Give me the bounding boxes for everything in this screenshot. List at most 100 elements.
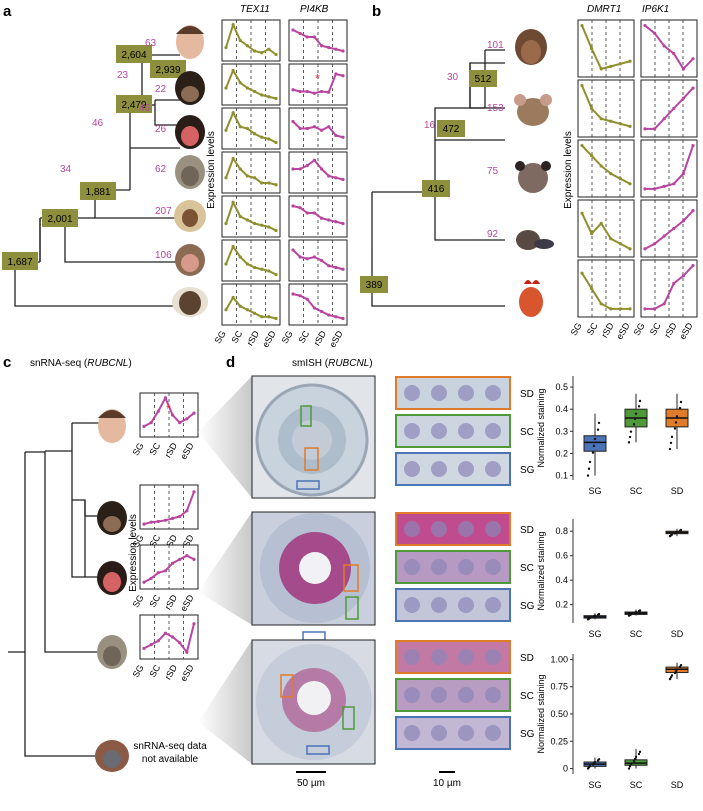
expression-point	[662, 184, 666, 188]
panel-b-node-labels: 389 416 472 512	[360, 70, 497, 293]
expression-point	[231, 111, 235, 115]
expression-point	[291, 204, 295, 208]
data-point	[592, 444, 596, 448]
expression-point	[599, 117, 603, 121]
data-point	[637, 752, 641, 756]
data-point	[629, 763, 633, 766]
cell-nucleus	[431, 461, 447, 477]
expression-point	[653, 127, 657, 131]
x-tick-label: SC	[630, 629, 643, 639]
panel-label-c: c	[3, 354, 11, 371]
mini-expression-plot	[640, 139, 698, 198]
plot-frame	[640, 139, 698, 198]
y-tick-label: 0.4	[555, 404, 568, 414]
expression-point	[231, 295, 235, 300]
panel-b-species-icons	[514, 29, 554, 317]
expression-point	[341, 267, 345, 271]
stage-tick-label: eSD	[178, 441, 196, 462]
zoom-inset: SC	[395, 550, 534, 584]
expression-point	[327, 218, 331, 222]
histology-image-1	[251, 375, 376, 499]
expression-point	[224, 45, 228, 50]
expression-point	[691, 209, 695, 213]
expression-point	[618, 122, 623, 126]
cell-nucleus	[404, 521, 420, 537]
expression-point	[691, 263, 695, 268]
expression-point	[298, 89, 302, 94]
stage-tick-label: rSD	[163, 441, 180, 460]
branch-label: 101	[487, 40, 504, 51]
expression-point	[681, 96, 686, 100]
stage-tick-label: SC	[585, 321, 600, 337]
zoom-inset: SC	[395, 414, 534, 448]
stage-tick-label: SG	[131, 593, 146, 609]
expression-point	[245, 308, 250, 312]
box-body	[583, 435, 607, 452]
y-axis-label: Normalized staining	[536, 531, 546, 610]
expression-point	[252, 221, 257, 226]
data-point	[593, 437, 597, 441]
cell-nucleus	[458, 725, 474, 741]
expression-point	[231, 200, 235, 205]
y-tick-label: 0.50	[550, 709, 568, 719]
cell-nucleus	[458, 597, 474, 613]
data-point	[632, 760, 636, 763]
expression-point	[224, 308, 228, 312]
expression-point	[327, 313, 331, 317]
expression-point	[327, 174, 331, 178]
expression-point	[319, 309, 324, 314]
mini-expression-plot	[288, 195, 348, 238]
mini-expression-plot: *	[288, 63, 348, 106]
x-tick-label: SC	[630, 780, 643, 790]
expression-point	[312, 35, 317, 39]
expression-line	[581, 25, 631, 71]
expression-point	[341, 177, 345, 182]
significance-star: *	[166, 402, 171, 416]
node-label: 512	[475, 74, 492, 85]
data-point	[669, 441, 673, 445]
stage-tick-label: SG	[213, 329, 228, 345]
expression-point	[580, 211, 584, 215]
expression-point	[267, 181, 271, 185]
expression-point	[291, 167, 295, 171]
inset-label: SG	[520, 465, 535, 476]
expression-point	[672, 281, 676, 285]
histology-image-3	[251, 639, 376, 765]
panel-label-b: b	[372, 3, 381, 20]
expression-point	[628, 59, 632, 63]
expression-point	[609, 237, 613, 241]
data-point	[634, 610, 638, 614]
expression-point	[312, 255, 317, 259]
mini-expression-plot	[577, 19, 635, 78]
expression-point	[185, 554, 189, 558]
panel-a-species-icons	[172, 25, 208, 317]
expression-point	[312, 306, 317, 310]
panel-c-tree	[8, 422, 100, 757]
data-point	[670, 435, 674, 439]
inset-label: SC	[520, 691, 534, 702]
branch-label: 16	[424, 120, 436, 131]
macaque-face-icon	[175, 244, 205, 276]
expression-point	[178, 641, 182, 645]
data-point	[638, 399, 642, 403]
cell-nucleus	[404, 597, 420, 613]
stage-tick-label: SC	[648, 321, 663, 337]
platypus-face-icon	[516, 230, 554, 250]
expression-point	[231, 23, 235, 27]
stage-tick-label: SC	[147, 441, 162, 457]
expression-point	[156, 639, 160, 643]
expression-point	[224, 128, 228, 132]
data-point	[634, 412, 638, 415]
expression-line	[644, 209, 694, 250]
stage-tick-label: SG	[569, 321, 584, 337]
expression-point	[628, 247, 632, 251]
na-text-line1: snRNA-seq data	[133, 741, 207, 752]
expression-point	[260, 223, 264, 227]
expression-point	[319, 128, 324, 132]
expression-point	[260, 135, 264, 139]
human-face-icon	[98, 409, 126, 443]
